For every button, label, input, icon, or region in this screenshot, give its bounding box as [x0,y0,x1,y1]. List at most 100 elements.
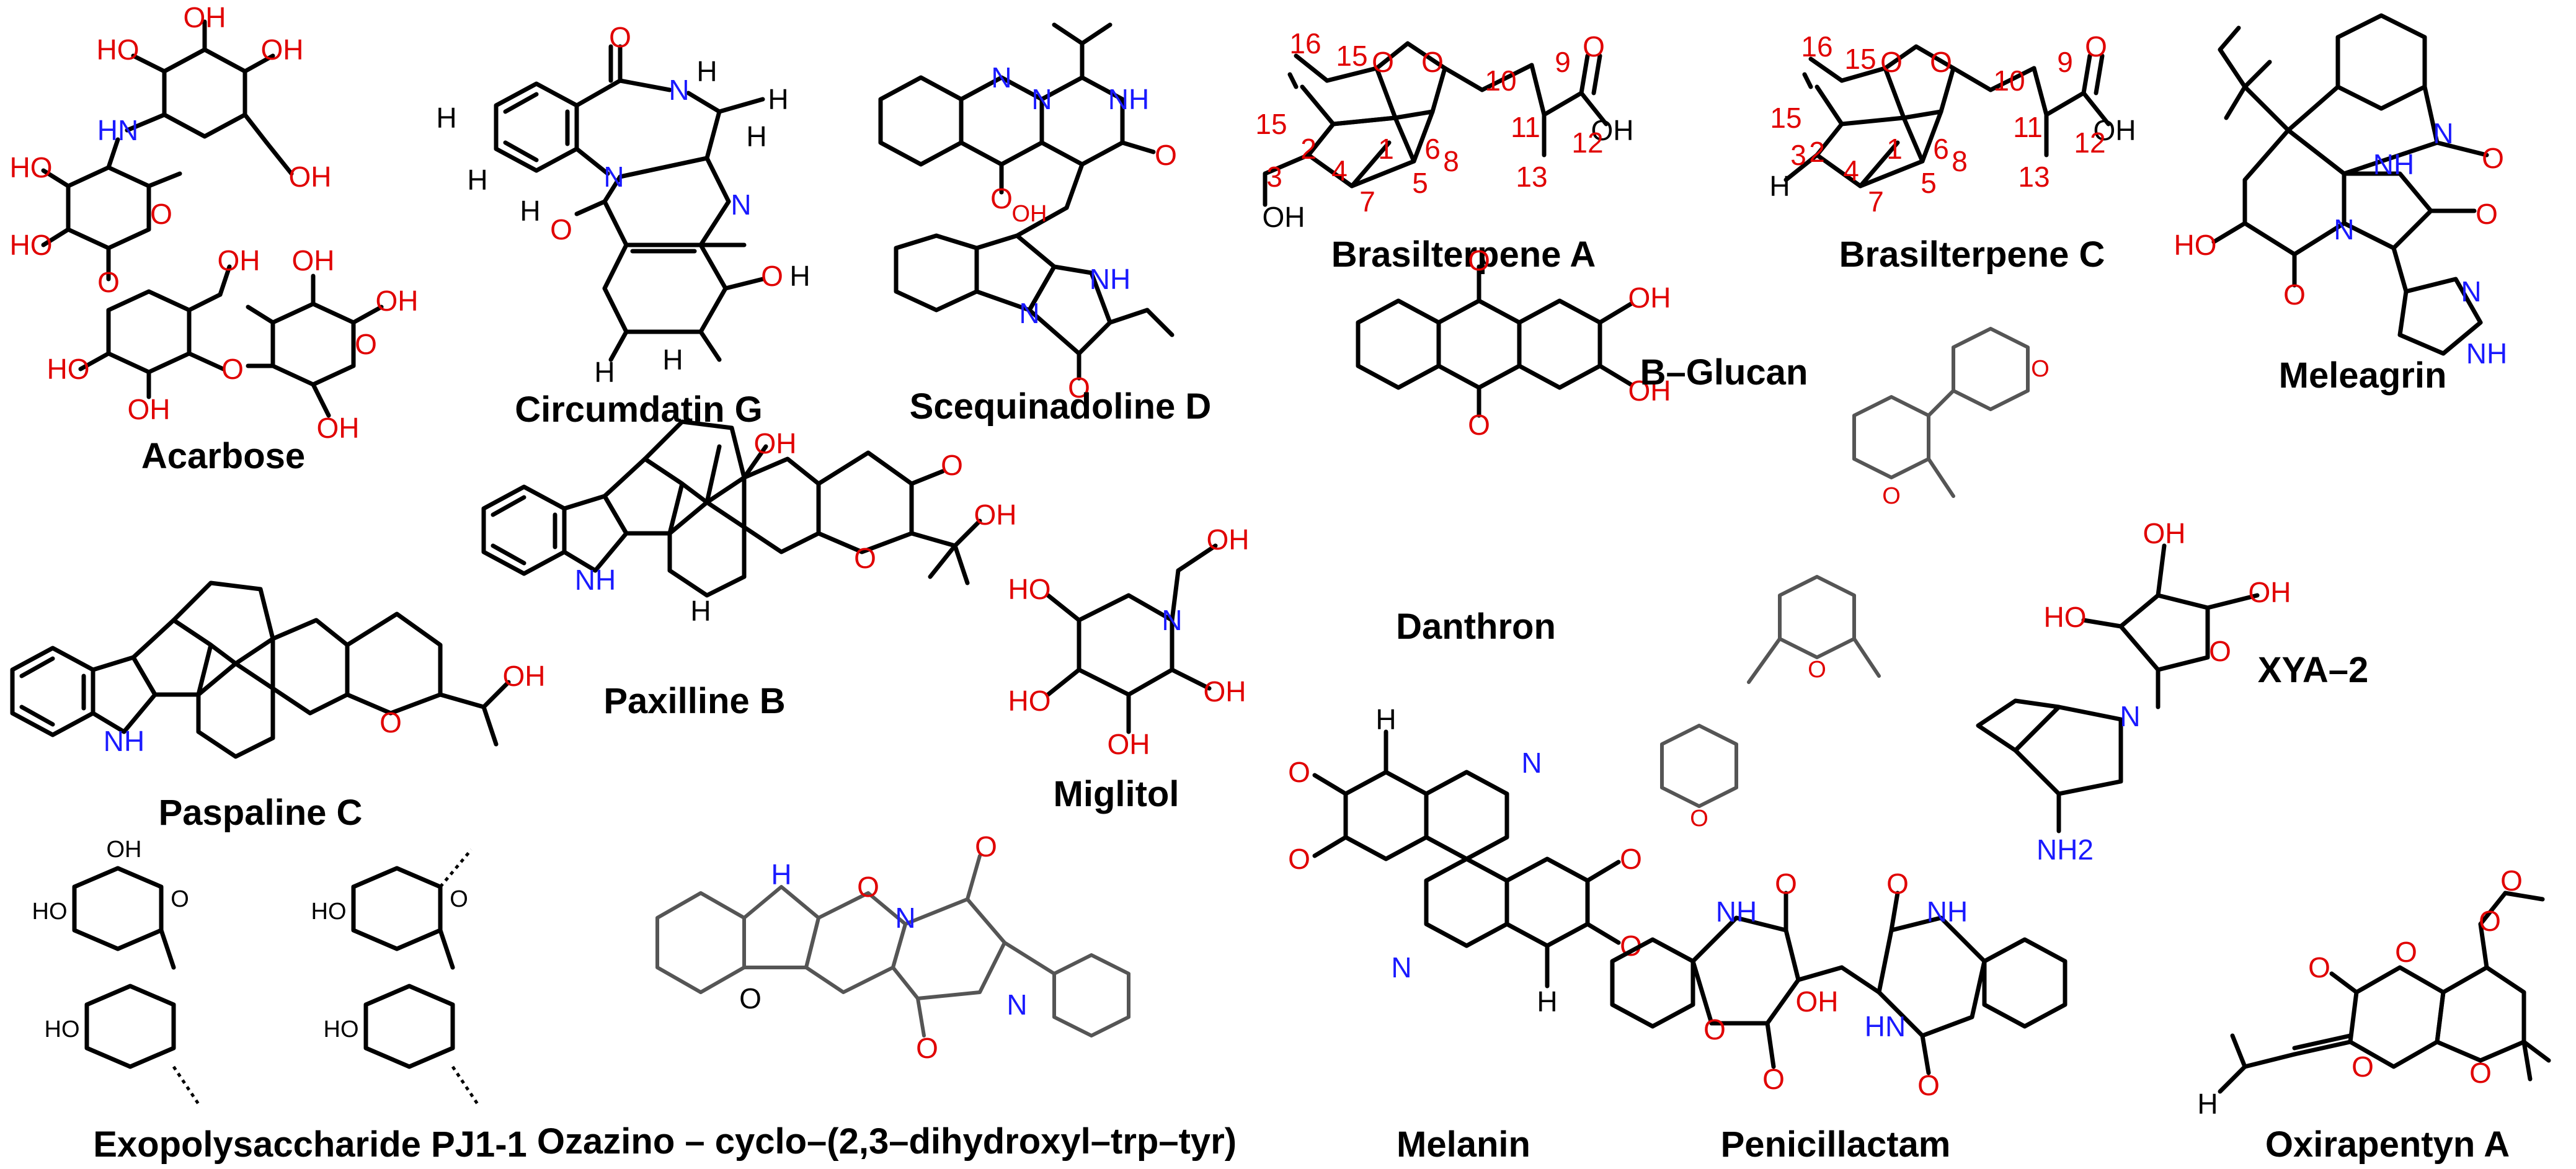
atom-label: NH [2373,148,2414,180]
atom-label: N [2334,213,2354,246]
atom-label: H [789,260,810,292]
atom-label: OH [218,244,260,277]
atom-label: N [1391,951,1411,984]
caption-circumdatin-g: Circumdatin G [515,389,763,430]
atom-label: O [171,886,189,912]
atom-label: OH [107,837,142,863]
atom-label: O [1886,868,1909,900]
atom-label: N [895,902,915,934]
atom-label: O [2395,936,2417,968]
brasilterpene-c-structure: O O O OH H 16 15 10 9 11 12 13 2 1 3 4 5… [1769,30,2136,275]
atom-label: HO [311,899,347,925]
atom-label: O [2479,905,2501,937]
ozazino-structure: H N O O O N O Ozazino – cyclo–(2,3–dihyd… [537,830,1237,1162]
atom-label: OH [261,33,304,66]
atom-label: OH [1628,375,1671,407]
atom-number: 15 [1844,43,1876,75]
atom-label: HO [324,1016,359,1042]
atom-label: H [467,164,487,196]
atom-label: O [2352,1051,2374,1083]
atom-label: H [436,102,456,134]
atom-number: 16 [1289,27,1321,60]
caption-acarbose: Acarbose [141,436,305,476]
atom-label: OH [2094,114,2136,146]
atom-label: NH [1716,896,1757,928]
atom-label: O [2500,865,2523,897]
atom-label: O [2085,30,2107,63]
atom-label: OH [1012,201,1047,227]
atom-label: O [975,830,997,863]
acarbose-structure: OH HO OH OH HN HO HO O O OH HO OH O OH O… [10,1,419,476]
atom-label: N [1006,989,1027,1021]
atom-label: HO [2044,601,2087,633]
atom-number: 15 [1336,40,1367,72]
atom-label: HN [1865,1010,1906,1042]
atom-number: 2 [1809,136,1825,168]
caption-penicillactam: Penicillactam [1721,1124,1951,1165]
caption-miglitol: Miglitol [1054,774,1179,814]
atom-label: NH [1108,83,1149,115]
melanin-structure: O O O O N N H H Melanin [1288,703,1642,1165]
exopolysaccharide-structure: HO OH HO HO HO O O Exopolysaccharide PJ1… [32,837,527,1165]
atom-number: 12 [2074,127,2105,159]
atom-label: OH [1796,985,1839,1018]
atom-label: O [2469,1057,2492,1089]
atom-number: 1 [1886,133,1903,165]
atom-label: OH [128,393,171,425]
atom-label: O [1880,46,1903,78]
atom-number: 8 [1443,145,1459,177]
atom-number: 5 [1921,167,1937,199]
atom-number: 6 [1933,133,1949,165]
atom-label: O [916,1032,938,1064]
atom-label: H [746,120,766,153]
atom-label: N [1019,297,1039,329]
atom-label: NH2 [2036,833,2094,866]
atom-label: N [2433,117,2453,149]
caption-xya-2: XYA–2 [2258,650,2368,690]
atom-label: H [771,858,791,891]
scequinadoline-d-structure: N N NH O O OH N NH O Scequinadoline D [878,22,1211,427]
atom-number: 6 [1424,133,1441,165]
atom-label: O [1421,46,1444,78]
atom-label: O [1762,1063,1785,1095]
atom-label: O [380,706,402,739]
atom-number: 13 [1516,161,1547,193]
atom-label: O [1808,657,1826,683]
atom-number: 13 [2018,161,2050,193]
atom-label: H [696,55,717,87]
atom-label: O [1155,139,1177,171]
atom-label: O [609,21,631,53]
atom-number: 7 [1868,185,1884,218]
atom-number: 10 [1993,64,2025,97]
atom-number: 15 [1255,108,1287,140]
atom-label: N [668,74,689,106]
atom-label: HN [97,114,138,146]
atom-label: H [520,195,540,227]
atom-label: NH [575,564,616,596]
oxirapentyn-a-structure: O O O O O O H Oxirapentyn A [2197,865,2551,1165]
atom-number: 11 [2013,111,2043,143]
caption-oxirapentyn-a: Oxirapentyn A [2265,1124,2510,1165]
atom-label: H [1375,703,1396,736]
miglitol-structure: N OH HO HO OH OH Miglitol [1008,523,1250,814]
atom-label: N [991,61,1011,94]
atom-label: O [2308,951,2330,984]
atom-label: O [1372,46,1394,78]
atom-label: O [2482,142,2504,174]
atom-label: O [1775,868,1797,900]
atom-number: 2 [1300,133,1317,165]
atom-label: NH [1090,263,1130,295]
atom-label: OH [376,285,419,317]
atom-number: 9 [2057,46,2073,78]
atom-number: 5 [1412,167,1428,199]
atom-label: N [603,161,624,193]
atom-label: O [550,213,572,246]
atom-number: 4 [1843,154,1859,187]
atom-label: NH [104,725,144,757]
caption-brasilterpene-a: Brasilterpene A [1331,234,1596,275]
atom-label: O [854,542,876,574]
caption-melanin: Melanin [1397,1124,1530,1165]
atom-label: HO [2174,229,2217,261]
atom-label: H [768,83,788,115]
